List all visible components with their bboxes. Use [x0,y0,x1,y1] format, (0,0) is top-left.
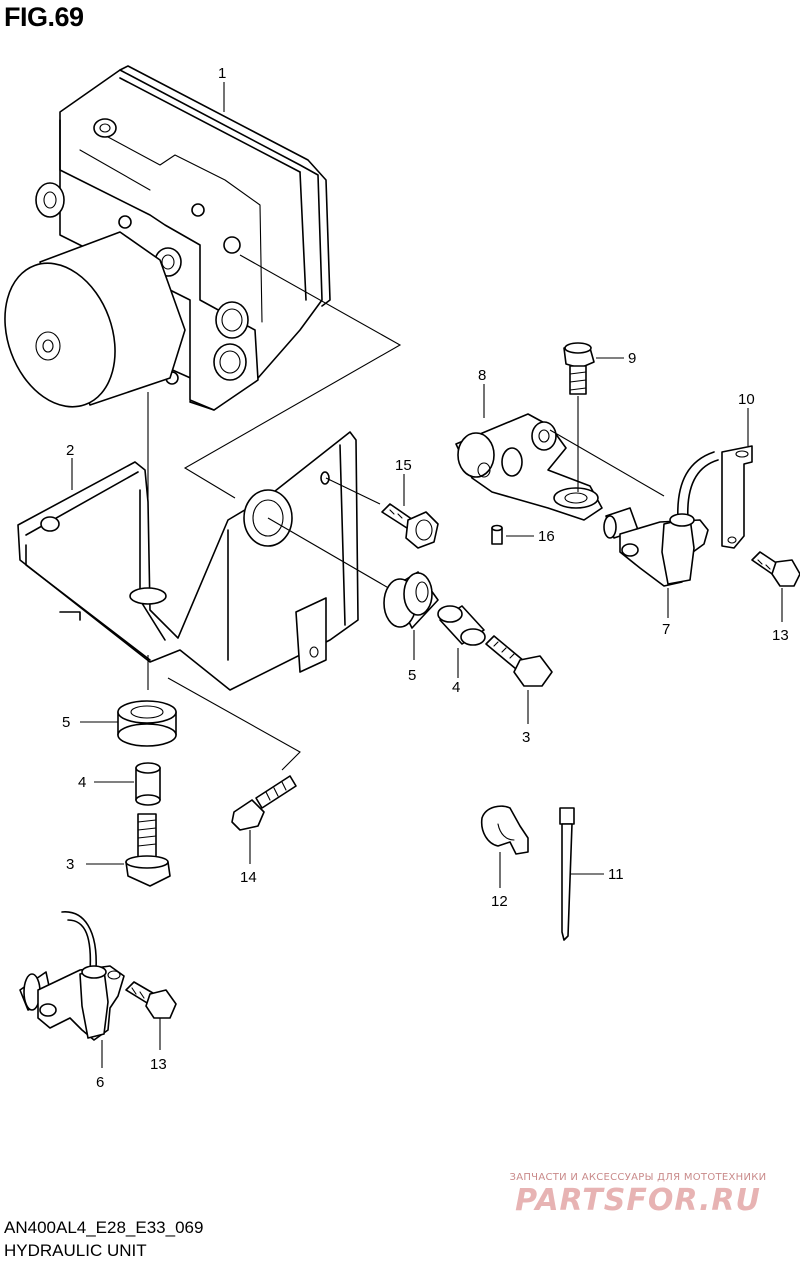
bolt-13-rear-drawing[interactable] [751,551,800,587]
callout-6: 6 [96,1074,104,1091]
callout-10: 10 [738,391,755,408]
clamp-tie-drawing[interactable] [559,807,575,941]
diagram-code: AN400AL4_E28_E33_069 [4,1218,204,1237]
hydraulic-unit-drawing[interactable] [0,65,331,422]
callout-12: 12 [491,893,508,910]
callout-5-right: 5 [408,667,416,684]
callout-4-right: 4 [452,679,460,696]
holder-10-drawing[interactable] [721,445,753,549]
callout-2: 2 [66,442,74,459]
callout-13-rear: 13 [772,627,789,644]
callout-3-right: 3 [522,729,530,746]
bolt-15-drawing[interactable] [381,503,439,549]
callout-5-left: 5 [62,714,70,731]
callout-14: 14 [240,869,257,886]
diagram-name: HYDRAULIC UNIT [4,1241,147,1260]
callout-7: 7 [662,621,670,638]
spacer-left-drawing[interactable] [135,762,161,806]
bolt-right-drawing[interactable] [485,635,553,687]
pin-16-drawing[interactable] [491,524,503,545]
callout-9: 9 [628,350,636,367]
sensor-front-drawing[interactable] [19,911,125,1041]
callout-4-left: 4 [78,774,86,791]
figure-title: FIG.69 [4,2,84,32]
callout-8: 8 [478,367,486,384]
watermark-logo: PARTSFOR.RU [515,1183,761,1218]
callout-15: 15 [395,457,412,474]
bolt-14-drawing[interactable] [231,775,297,831]
bolt-left-drawing[interactable] [125,813,171,887]
cushion-right-drawing[interactable] [383,571,439,629]
callout-1: 1 [218,65,226,82]
bracket-drawing[interactable] [17,431,359,691]
bolt-9-drawing[interactable] [563,342,595,395]
callout-16: 16 [538,528,555,545]
sensor-rear-drawing[interactable] [549,429,719,587]
watermark: ЗАПЧАСТИ И АКСЕССУАРЫ ДЛЯ МОТОТЕХНИКИ PA… [488,1172,788,1218]
callout-11: 11 [608,866,624,883]
callout-3-left: 3 [66,856,74,873]
cushion-left-drawing[interactable] [117,700,177,747]
spacer-right-drawing[interactable] [437,605,486,646]
watermark-tagline: ЗАПЧАСТИ И АКСЕССУАРЫ ДЛЯ МОТОТЕХНИКИ [509,1172,767,1183]
sensor-bracket-drawing[interactable] [455,413,603,521]
clamp-12-drawing[interactable] [480,805,529,855]
callout-13-front: 13 [150,1056,167,1073]
bolt-13-front-drawing[interactable] [125,981,177,1019]
